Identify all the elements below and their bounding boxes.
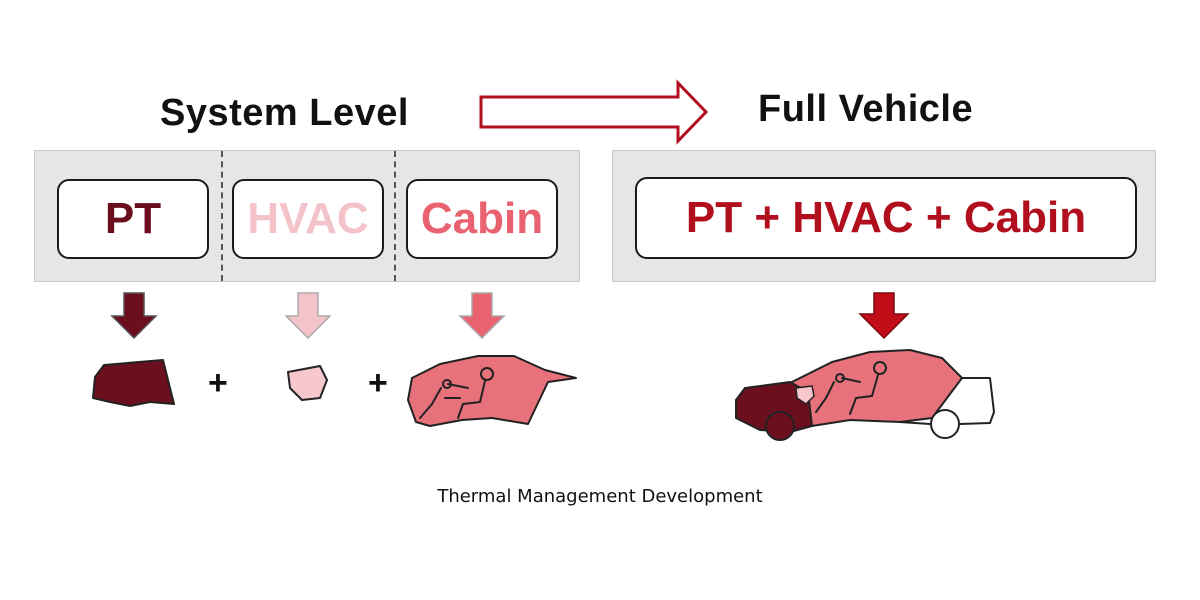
cabin-occupants-silhouette-icon	[407, 355, 577, 427]
system-level-panel: PT HVAC Cabin	[34, 150, 580, 282]
plus-operator: +	[368, 364, 388, 402]
panel-divider	[394, 151, 396, 281]
system-level-heading: System Level	[160, 92, 409, 134]
cabin-down-arrow-icon	[458, 292, 506, 340]
hvac-unit-silhouette-icon	[287, 365, 328, 401]
cabin-box: Cabin	[406, 179, 558, 259]
diagram-caption: Thermal Management Development	[437, 486, 763, 507]
pt-down-arrow-icon	[110, 292, 158, 340]
plus-operator: +	[208, 364, 228, 402]
hvac-down-arrow-icon	[284, 292, 332, 340]
pt-box: PT	[57, 179, 209, 259]
hollow-right-arrow-icon	[479, 79, 709, 145]
full-down-arrow-icon	[858, 292, 910, 340]
full-vehicle-box: PT + HVAC + Cabin	[635, 177, 1137, 259]
panel-divider	[221, 151, 223, 281]
full-vehicle-heading: Full Vehicle	[758, 88, 974, 130]
hvac-box: HVAC	[232, 179, 384, 259]
full-vehicle-panel: PT + HVAC + Cabin	[612, 150, 1156, 282]
engine-silhouette-icon	[92, 359, 175, 407]
full-vehicle-silhouette-icon	[735, 349, 995, 441]
